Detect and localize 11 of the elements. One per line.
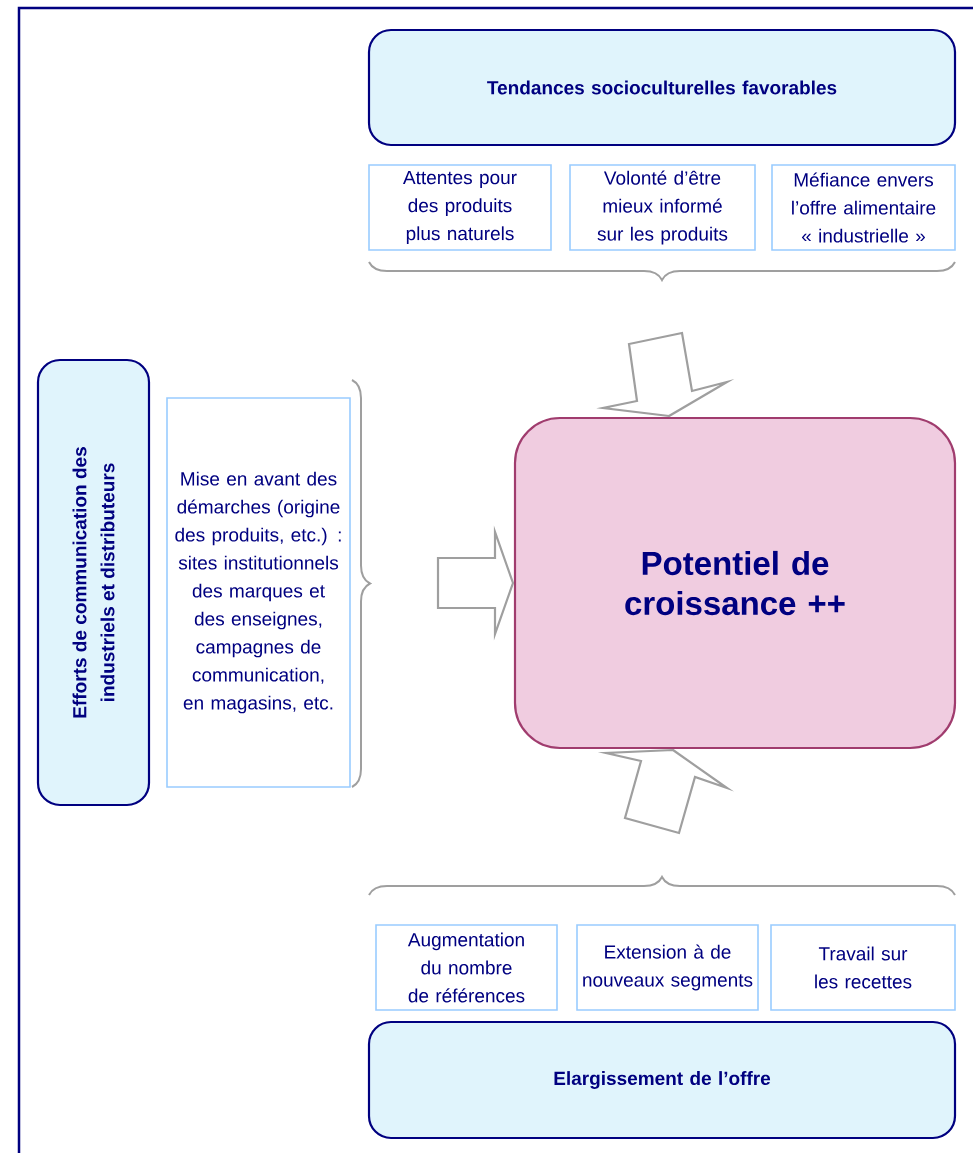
title-box: Efforts de communication des industriels et distributeurs: [36, 358, 151, 807]
text-box: Mise en avant des démarches (origine des produits, etc.) : sites institutionnels des marques et des enseignes, campagnes de communication, en magasins, etc.: [166, 397, 351, 788]
text-box: Travail sur les recettes: [770, 924, 956, 1011]
text-box: Méfiance envers l’offre alimentaire « industrielle »: [771, 164, 956, 251]
title-box: Tendances socioculturelles favorables: [367, 28, 957, 147]
result-box: Potentiel de croissance ++: [513, 416, 957, 750]
text-box: Volonté d’être mieux informé sur les produits: [569, 164, 756, 251]
title-box: Elargissement de l’offre: [367, 1020, 957, 1140]
text-box: Attentes pour des produits plus naturels: [368, 164, 552, 251]
text-box: Augmentation du nombre de références: [375, 924, 558, 1011]
text-box: Extension à de nouveaux segments: [576, 924, 759, 1011]
